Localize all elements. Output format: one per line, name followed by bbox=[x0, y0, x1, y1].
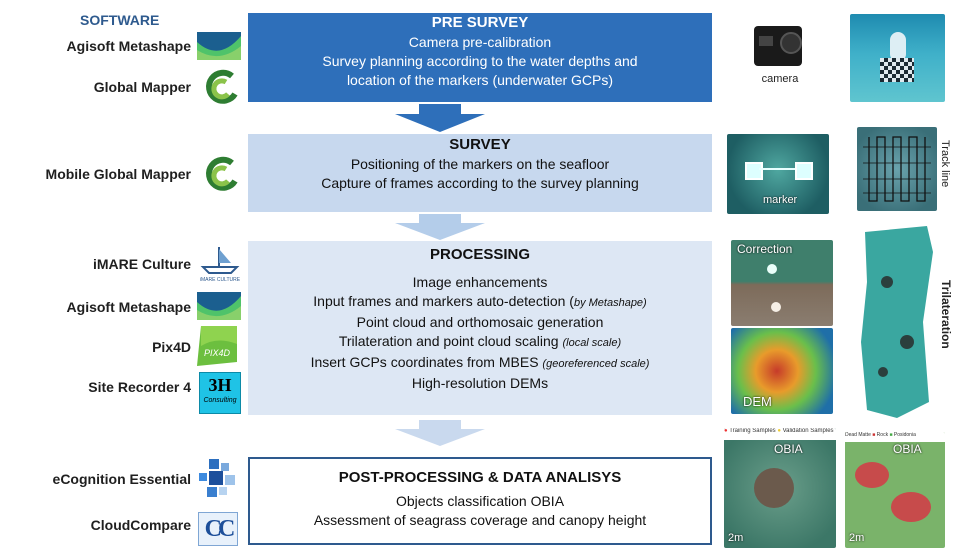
pre-survey-line-2: Survey planning according to the water d… bbox=[322, 53, 638, 69]
software-label-pix4d: Pix4D bbox=[152, 339, 191, 355]
pre-survey-title: PRE SURVEY bbox=[431, 14, 529, 31]
camera-caption: camera bbox=[761, 73, 799, 85]
correction-photo: Correction bbox=[731, 240, 833, 326]
survey-title: SURVEY bbox=[449, 136, 511, 153]
trilateration-label: Trilateration bbox=[939, 280, 953, 349]
imare-logo-text: iMARE CULTURE bbox=[200, 277, 241, 283]
3h-logo-subtext: Consulting bbox=[203, 397, 237, 404]
global-mapper-logo-icon bbox=[206, 156, 238, 191]
post-processing-title: POST-PROCESSING & DATA ANALISYS bbox=[338, 469, 622, 486]
software-label-metashape-2: Agisoft Metashape bbox=[66, 299, 191, 315]
global-mapper-logo-icon bbox=[206, 69, 238, 104]
post-processing-box: POST-PROCESSING & DATA ANALISYS Objects … bbox=[248, 457, 712, 545]
track-line-label: Track line bbox=[939, 140, 951, 188]
obia-legend-2-rock: Rock bbox=[876, 432, 889, 438]
processing-line-2: Input frames and markers auto-detection … bbox=[248, 292, 712, 313]
processing-box: PROCESSING Image enhancements Input fram… bbox=[248, 241, 712, 415]
software-label-mobile-global-mapper: Mobile Global Mapper bbox=[45, 166, 191, 182]
survey-line-2: Capture of frames according to the surve… bbox=[321, 175, 639, 191]
processing-line-3: Point cloud and orthomosaic generation bbox=[356, 314, 604, 330]
track-line-photo bbox=[857, 127, 937, 211]
dem-caption: DEM bbox=[743, 394, 772, 409]
metashape-logo-icon bbox=[197, 32, 241, 60]
obia-scale-2: 2m bbox=[849, 532, 865, 544]
processing-line-4: Trilateration and point cloud scaling (l… bbox=[248, 332, 712, 353]
obia-legend-1-validation: Validation Samples bbox=[782, 428, 834, 434]
obia-legend-2-posidonia: Posidonia bbox=[893, 432, 916, 438]
metashape-logo-icon bbox=[197, 292, 241, 320]
software-label-global-mapper: Global Mapper bbox=[93, 79, 191, 95]
pre-survey-box: PRE SURVEY Camera pre-calibration Survey… bbox=[248, 13, 712, 102]
processing-line-5: Insert GCPs coordinates from MBES (geore… bbox=[248, 353, 712, 374]
correction-caption: Correction bbox=[737, 242, 793, 256]
flow-arrow-1 bbox=[395, 104, 485, 132]
pix4d-logo-icon: PIX4D bbox=[197, 326, 237, 366]
obia-scale-1: 2m bbox=[728, 532, 744, 544]
marker-photo: marker bbox=[727, 134, 829, 214]
obia-photo-2: Dead Matte ■ Rock ■ Posidonia OBIA 2m bbox=[845, 432, 945, 548]
3h-logo-text: 3H bbox=[208, 375, 232, 395]
obia-caption-1: OBIA bbox=[774, 442, 803, 456]
obia-legend-2: Dead Matte ■ Rock ■ Posidonia bbox=[845, 432, 945, 442]
processing-line-5-text: Insert GCPs coordinates from MBES bbox=[310, 354, 539, 370]
pre-survey-line-3: location of the markers (underwater GCPs… bbox=[346, 72, 614, 88]
processing-title: PROCESSING bbox=[429, 246, 531, 263]
pre-survey-line-1: Camera pre-calibration bbox=[408, 34, 552, 50]
dem-photo: DEM bbox=[731, 328, 833, 414]
processing-line-2-note: by Metashape) bbox=[573, 297, 647, 309]
software-label-cloudcompare: CloudCompare bbox=[90, 517, 191, 533]
post-processing-line-1: Objects classification OBIA bbox=[395, 493, 565, 509]
software-label-imare-culture: iMARE Culture bbox=[93, 256, 191, 272]
imare-culture-logo-icon: iMARE CULTURE bbox=[200, 247, 241, 283]
processing-line-6: High-resolution DEMs bbox=[411, 375, 549, 391]
obia-legend-2-dead-matte: Dead Matte bbox=[845, 432, 871, 438]
ecognition-logo-icon bbox=[199, 459, 235, 497]
diver-photo bbox=[850, 14, 945, 102]
trilateration-photo bbox=[857, 222, 937, 422]
cloudcompare-logo-icon: CC bbox=[198, 512, 238, 546]
pix4d-logo-text: PIX4D bbox=[204, 348, 231, 358]
software-label-metashape: Agisoft Metashape bbox=[66, 38, 191, 54]
processing-line-2-text: Input frames and markers auto-detection … bbox=[313, 293, 574, 309]
software-label-ecognition: eCognition Essential bbox=[52, 471, 191, 487]
camera-body bbox=[754, 26, 802, 66]
post-processing-line-2: Assessment of seagrass coverage and cano… bbox=[313, 512, 647, 528]
obia-legend-1-training: Training Samples bbox=[729, 428, 776, 434]
obia-caption-2: OBIA bbox=[893, 442, 922, 456]
marker-caption: marker bbox=[763, 194, 798, 206]
survey-box: SURVEY Positioning of the markers on the… bbox=[248, 134, 712, 212]
software-label-site-recorder: Site Recorder 4 bbox=[88, 379, 191, 395]
obia-photo-1: ● Training Samples ● Validation Samples … bbox=[724, 428, 836, 548]
processing-line-5-note: (georeferenced scale) bbox=[542, 358, 650, 370]
obia-legend-1: ● Training Samples ● Validation Samples bbox=[724, 428, 836, 440]
flow-arrow-2 bbox=[395, 214, 485, 240]
flow-arrow-3 bbox=[395, 420, 485, 446]
3h-consulting-logo-icon: 3H Consulting bbox=[199, 372, 241, 414]
camera-photo: camera bbox=[740, 18, 820, 88]
survey-line-1: Positioning of the markers on the seaflo… bbox=[350, 156, 610, 172]
software-heading: SOFTWARE bbox=[80, 12, 160, 28]
processing-line-4-text: Trilateration and point cloud scaling bbox=[338, 333, 559, 349]
processing-line-4-note: (local scale) bbox=[562, 337, 622, 349]
processing-line-1: Image enhancements bbox=[412, 274, 548, 290]
